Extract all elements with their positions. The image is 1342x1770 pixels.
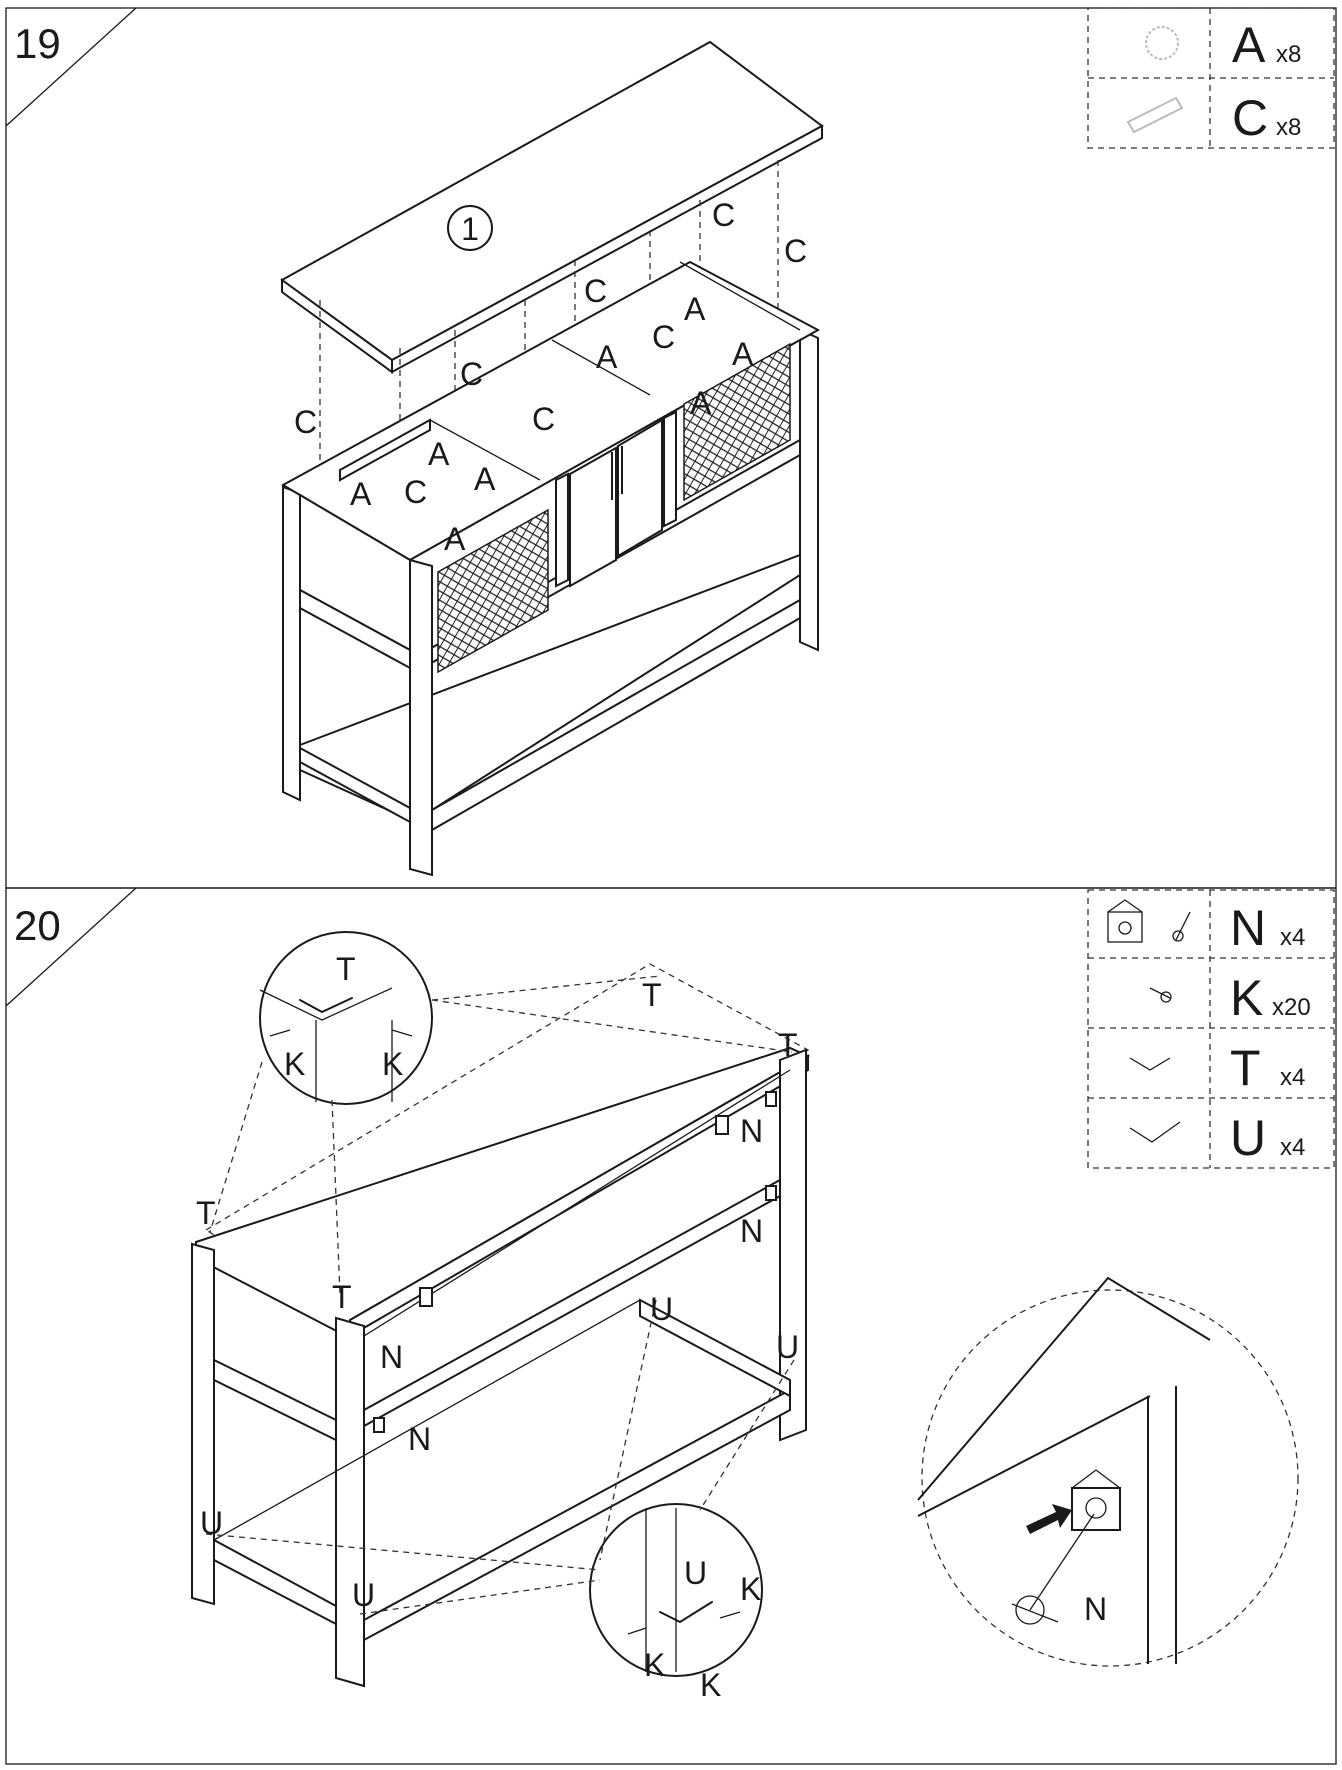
part-letter: A	[1232, 17, 1266, 73]
callout-t: T	[332, 1279, 352, 1315]
callout-a: A	[444, 521, 466, 557]
callout-t: T	[196, 1195, 216, 1231]
callout-a: A	[428, 436, 450, 472]
callout-c: C	[460, 356, 483, 392]
part-letter: U	[1230, 1110, 1266, 1166]
callout-k: K	[284, 1046, 305, 1082]
callout-labels: C C C C C C C C A A A A A A A A	[294, 197, 807, 557]
part-number-label: 1	[461, 211, 479, 247]
part-letter: N	[1230, 900, 1266, 956]
bracket-u-detail: U K K K	[589, 1503, 763, 1703]
console-table-frame	[280, 260, 821, 877]
callout-c: C	[784, 233, 807, 269]
callout-n: N	[740, 1213, 763, 1249]
callout-c: C	[712, 197, 735, 233]
part-qty: x8	[1276, 41, 1301, 68]
callout-n: N	[1084, 1591, 1107, 1627]
screw-icon	[1149, 987, 1172, 1003]
part-qty: x8	[1276, 114, 1301, 141]
callout-k: K	[382, 1046, 403, 1082]
bracket-t-detail: T K K	[259, 931, 433, 1105]
bracket-n-detail: N	[917, 1276, 1299, 1667]
callout-a: A	[350, 476, 372, 512]
small-corner-bracket-icon	[1129, 1057, 1171, 1071]
callout-a: A	[690, 385, 712, 421]
callout-u: U	[200, 1505, 223, 1541]
callout-c: C	[532, 401, 555, 437]
part-letter: K	[1230, 970, 1263, 1026]
large-corner-bracket-icon	[1129, 1121, 1181, 1143]
callout-k: K	[644, 1647, 665, 1683]
callout-t: T	[642, 977, 662, 1013]
tabletop-panel: 1	[280, 40, 824, 374]
part-letter: C	[1232, 90, 1268, 146]
callout-c: C	[652, 319, 675, 355]
callout-u: U	[776, 1329, 799, 1365]
step-number: 19	[14, 20, 61, 67]
anti-tip-bracket-icon	[1107, 899, 1191, 943]
callout-t: T	[336, 951, 356, 987]
step-20-panel: 20 N	[5, 887, 1337, 1765]
cam-bolt-icon	[1126, 96, 1184, 134]
callout-u: U	[650, 1291, 673, 1327]
callout-n: N	[380, 1339, 403, 1375]
parts-list: A x8 C x8	[1087, 7, 1335, 149]
callout-k: K	[740, 1571, 761, 1607]
callout-c: C	[584, 273, 607, 309]
part-qty: x4	[1280, 1064, 1305, 1091]
detail-leader-lines	[205, 975, 795, 1615]
dowel-icon	[1145, 26, 1179, 60]
part-qty: x4	[1280, 1134, 1305, 1161]
callout-n: N	[408, 1421, 431, 1457]
callout-t: T	[778, 1027, 798, 1063]
inverted-console-table	[191, 963, 811, 1688]
step-number: 20	[14, 902, 61, 949]
part-qty: x20	[1272, 994, 1311, 1021]
callout-labels: T T T T N N N N U U U U	[196, 977, 799, 1613]
part-qty: x4	[1280, 924, 1305, 951]
callout-c: C	[404, 474, 427, 510]
callout-n: N	[740, 1113, 763, 1149]
callout-c: C	[294, 404, 317, 440]
callout-a: A	[474, 461, 496, 497]
callout-a: A	[596, 339, 618, 375]
callout-k: K	[700, 1667, 721, 1703]
callout-a: A	[732, 336, 754, 372]
step-19-panel: 19 A x8 C x8 1	[5, 7, 1337, 889]
callout-u: U	[352, 1577, 375, 1613]
part-letter: T	[1230, 1040, 1261, 1096]
callout-a: A	[684, 291, 706, 327]
callout-u: U	[684, 1555, 707, 1591]
parts-list: N x4 K x20 T x4 U x4	[1087, 889, 1335, 1169]
